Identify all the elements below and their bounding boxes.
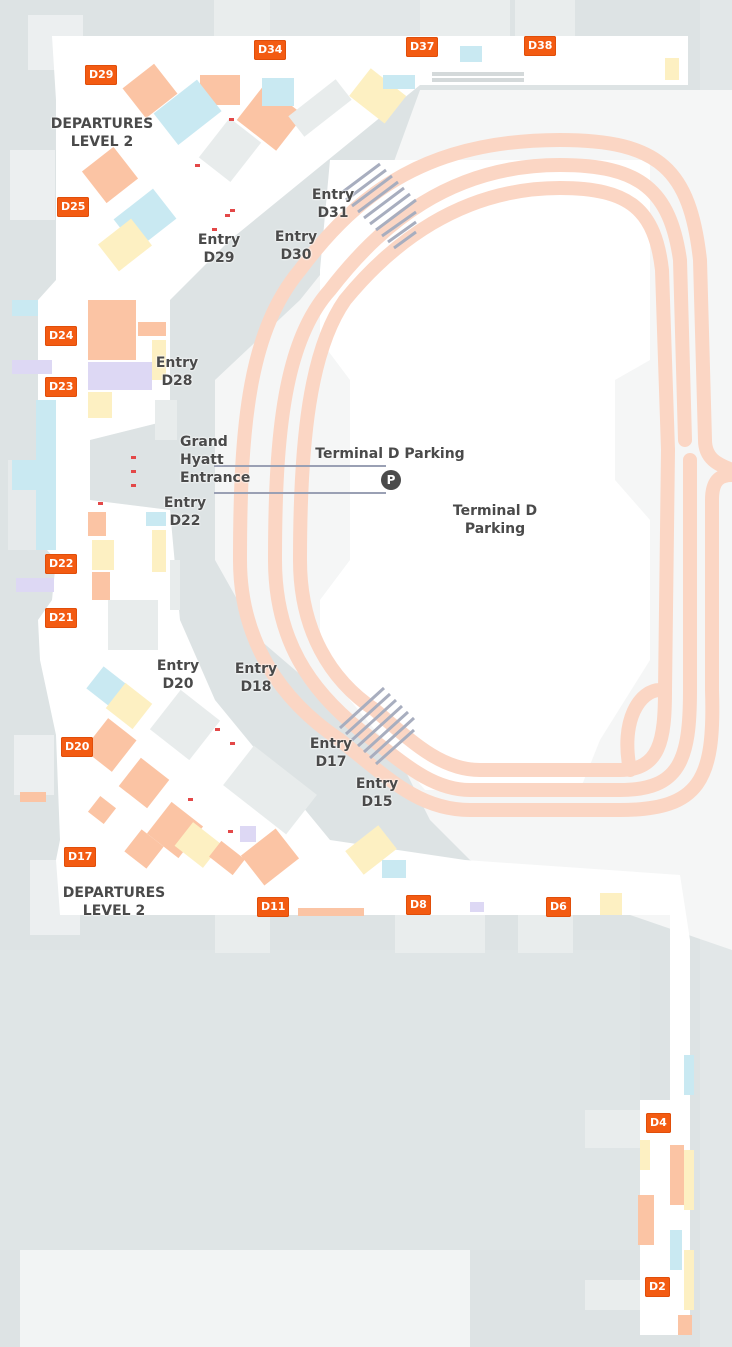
gate-d2-badge[interactable]: D2 (645, 1277, 670, 1297)
terminal-d-parking-label-top[interactable]: Terminal D Parking (315, 446, 465, 462)
gate-d37-badge[interactable]: D37 (406, 37, 439, 57)
gate-d21-badge[interactable]: D21 (45, 608, 78, 628)
gate-d24-badge[interactable]: D24 (45, 326, 78, 346)
gate-d4-badge[interactable]: D4 (646, 1113, 671, 1133)
gate-d23-badge[interactable]: D23 (45, 377, 78, 397)
gate-d22-badge[interactable]: D22 (45, 554, 78, 574)
parking-icon[interactable]: P (381, 470, 401, 490)
gate-d6-badge[interactable]: D6 (546, 897, 571, 917)
gate-d29-badge[interactable]: D29 (85, 65, 118, 85)
gate-d38-badge[interactable]: D38 (524, 36, 557, 56)
gate-d34-badge[interactable]: D34 (254, 40, 287, 60)
gate-d17-badge[interactable]: D17 (64, 847, 97, 867)
gate-d20-badge[interactable]: D20 (61, 737, 94, 757)
gate-d11-badge[interactable]: D11 (257, 897, 290, 917)
gate-d25-badge[interactable]: D25 (57, 197, 90, 217)
gate-d8-badge[interactable]: D8 (406, 895, 431, 915)
